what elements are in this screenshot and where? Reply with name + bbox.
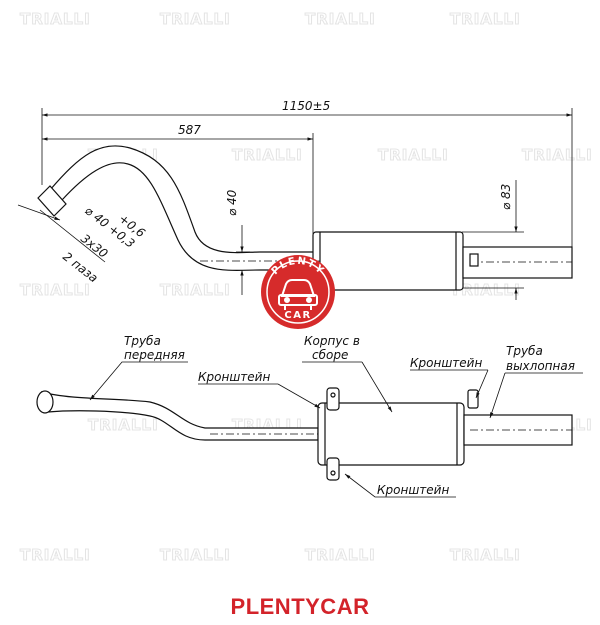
part-labels: Труба передняя Кронштейн Корпус в сборе … xyxy=(124,334,575,497)
body-label-2: сборе xyxy=(312,348,348,362)
label-leaders xyxy=(89,361,583,498)
inlet-sleeve xyxy=(37,185,67,217)
front-pipe-label-1: Труба xyxy=(124,334,161,348)
bottom-view-assembly xyxy=(36,387,573,481)
tail-pipe-top xyxy=(462,246,573,279)
plentycar-badge: PLENTY CAR xyxy=(261,255,335,329)
tail-pipe-label-2: выхлопная xyxy=(506,359,575,373)
watermark-text: TRIALLI xyxy=(160,281,231,299)
watermark-text: TRIALLI xyxy=(522,146,593,164)
body-diameter-dim: ⌀ 83 xyxy=(499,184,513,210)
body-label-1: Корпус в xyxy=(304,334,360,348)
watermark-text: TRIALLI xyxy=(88,416,159,434)
top-view-assembly xyxy=(37,145,573,291)
car-icon xyxy=(278,279,318,310)
bracket-upper-side xyxy=(326,387,340,411)
watermark-text: TRIALLI xyxy=(378,146,449,164)
bracket-left-label: Кронштейн xyxy=(198,370,270,384)
pipe-diameter-dim: ⌀ 40 xyxy=(225,189,239,216)
watermark-text: TRIALLI xyxy=(160,10,231,28)
watermark-text: TRIALLI xyxy=(450,281,521,299)
inlet-opening xyxy=(36,390,54,414)
badge-bottom-text: CAR xyxy=(284,310,311,321)
bracket-bottom-label: Кронштейн xyxy=(377,483,449,497)
bracket-top xyxy=(469,253,479,267)
watermark-text: TRIALLI xyxy=(232,146,303,164)
watermark-text: TRIALLI xyxy=(305,546,376,564)
overall-length-dim: 1150±5 xyxy=(282,99,330,113)
muffler-body-top xyxy=(312,231,464,291)
front-pipe-label-2: передняя xyxy=(124,348,185,362)
slot-spec-dim: 3x30 xyxy=(78,231,111,261)
watermark-text: TRIALLI xyxy=(20,546,91,564)
tail-pipe-label-1: Труба xyxy=(506,344,543,358)
bracket-right-label: Кронштейн xyxy=(410,356,482,370)
bracket-tail-side xyxy=(467,389,479,409)
watermark-text: TRIALLI xyxy=(20,10,91,28)
watermark-text: TRIALLI xyxy=(305,10,376,28)
brand-caption: PLENTYCAR xyxy=(230,594,370,619)
bracket-lower-side xyxy=(326,457,340,481)
front-length-dim: 587 xyxy=(178,123,201,137)
watermark-text: TRIALLI xyxy=(160,546,231,564)
watermark-text: TRIALLI xyxy=(450,546,521,564)
muffler-body-side xyxy=(317,402,465,466)
watermark-text: TRIALLI xyxy=(450,10,521,28)
watermark-text: TRIALLI xyxy=(20,281,91,299)
